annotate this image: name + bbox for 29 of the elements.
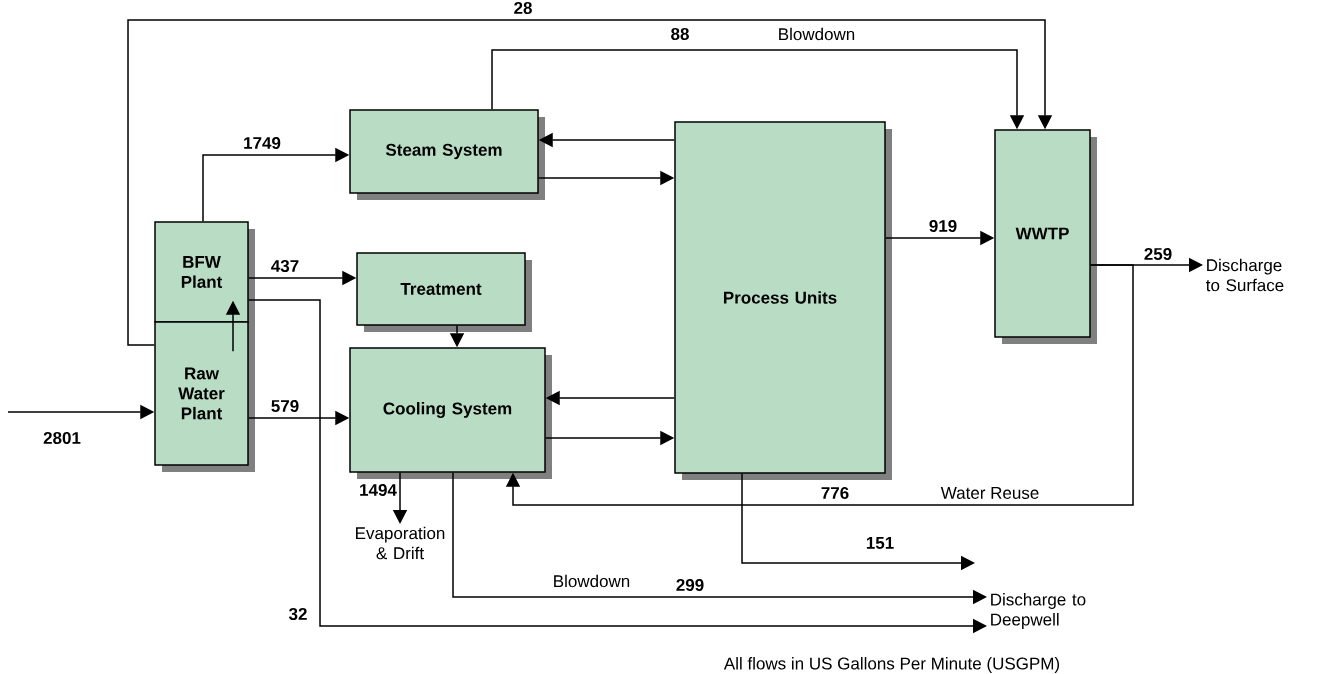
edge-label: 259 — [1144, 248, 1172, 260]
arrow — [127, 19, 1053, 346]
edge-label: 2801 — [43, 432, 81, 444]
process-box: Treatment — [356, 252, 532, 332]
edge-label: 919 — [929, 220, 957, 232]
edge-label: 299 — [676, 579, 704, 591]
process-box: Steam System — [349, 109, 545, 200]
flow-label: Water Reuse — [940, 487, 1039, 499]
process-box: BFW Plant — [154, 221, 255, 329]
edge-label: 776 — [821, 487, 849, 499]
edge-label: 88 — [671, 28, 689, 40]
edge-label: 1494 — [360, 484, 397, 496]
destination-label: Discharge to Deepwell — [991, 593, 1086, 629]
flow-label: Blowdown — [554, 574, 630, 588]
destination-label: Evaporation & Drift — [356, 526, 445, 560]
edge-label: 1749 — [244, 137, 281, 149]
process-box: WWTP — [994, 129, 1097, 344]
destination-label: Discharge to Surface — [1206, 258, 1284, 292]
edge-label: 32 — [288, 608, 307, 620]
arrow — [505, 264, 1134, 506]
process-box: Raw Water Plant — [154, 321, 255, 472]
edge-label: 28 — [514, 2, 532, 14]
process-box: Process Units — [674, 121, 892, 480]
note: All flows in US Gallons Per Minute (USGPM) — [723, 657, 1060, 673]
edge-label: 437 — [271, 260, 299, 272]
process-box: Cooling System — [349, 347, 552, 479]
edge-label: 151 — [866, 537, 894, 549]
edge-label: 579 — [271, 400, 299, 412]
flow-label: Blowdown — [779, 27, 855, 41]
